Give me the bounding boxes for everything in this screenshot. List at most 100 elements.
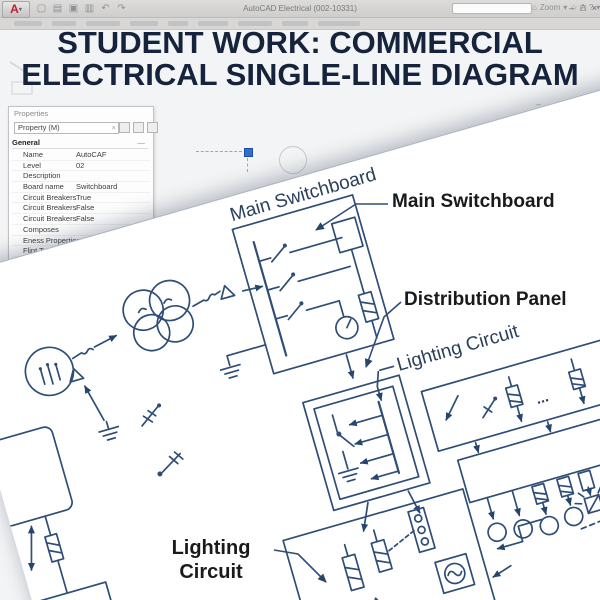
ribbon-tab[interactable] bbox=[238, 21, 272, 26]
faint-tool-icons bbox=[9, 61, 33, 95]
line-tool-icon bbox=[9, 61, 33, 77]
star-icon[interactable]: ☆ bbox=[570, 3, 578, 12]
property-row: Level 02 bbox=[12, 161, 150, 172]
property-row: Name AutoCAF bbox=[12, 150, 150, 161]
headline-line2: ELECTRICAL SINGLE-LINE DIAGRAM bbox=[21, 57, 579, 92]
section-header-general[interactable]: General — bbox=[12, 138, 148, 149]
signin-icon[interactable]: A bbox=[580, 3, 586, 12]
chevron-down-icon: ▾ bbox=[18, 7, 22, 13]
sheet-label-main-switchboard: Main Switchboard bbox=[228, 164, 379, 226]
properties-panel-title: Properties bbox=[14, 109, 49, 118]
section-label: General bbox=[12, 138, 40, 147]
left-equipment-panel bbox=[0, 426, 123, 600]
rectangle-tool-icon bbox=[11, 81, 33, 95]
open-file-icon[interactable]: ▤ bbox=[52, 3, 63, 14]
ribbon-tab[interactable] bbox=[168, 21, 188, 26]
undo-icon[interactable]: ↶ bbox=[101, 3, 110, 14]
selection-dashed-line bbox=[196, 151, 242, 152]
property-label: Eness Properties bbox=[23, 235, 81, 245]
ribbon-tab[interactable] bbox=[282, 21, 308, 26]
quick-select-icon[interactable] bbox=[133, 122, 144, 133]
property-value[interactable]: Switchboard bbox=[76, 182, 118, 192]
palette-toolbar-icons bbox=[119, 122, 158, 133]
property-label: Name bbox=[23, 150, 44, 159]
maximize-button[interactable]: □ bbox=[580, 3, 586, 13]
ellipsis-dots: ... bbox=[534, 388, 551, 408]
save-icon[interactable]: ▣ bbox=[68, 3, 79, 14]
property-label: Board name bbox=[23, 182, 64, 192]
zoom-label[interactable]: Zoom bbox=[539, 3, 561, 12]
home-icon[interactable]: ⌂ bbox=[532, 3, 537, 12]
ribbon-tab[interactable] bbox=[198, 21, 228, 26]
ribbon-tab[interactable] bbox=[318, 21, 360, 26]
property-value[interactable]: False bbox=[76, 214, 95, 224]
autocad-logo-icon: A bbox=[10, 2, 19, 16]
selection-dashed-line bbox=[247, 158, 248, 172]
main-switchboard-box bbox=[219, 194, 395, 379]
ribbon-tab[interactable] bbox=[86, 21, 120, 26]
ribbon-tab[interactable] bbox=[52, 21, 76, 26]
main-switchboard-callout-label: Main Switchboard bbox=[392, 191, 555, 212]
ribbon-tab[interactable] bbox=[14, 21, 42, 26]
distribution-panel-box bbox=[302, 374, 431, 532]
clear-icon[interactable]: × bbox=[111, 123, 116, 132]
selection-grip[interactable] bbox=[244, 148, 253, 157]
feeder-to-switchboard bbox=[192, 284, 264, 308]
property-row: Composes bbox=[12, 225, 150, 236]
collapse-icon[interactable]: — bbox=[137, 138, 146, 147]
close-button[interactable]: × bbox=[591, 3, 597, 13]
ribbon-tabs-blurred[interactable] bbox=[0, 18, 600, 30]
lighting-circuit-callout-label: Lighting Circuit bbox=[150, 536, 272, 584]
titlebar-right-cluster: ⌂ Zoom ▾ ☆ A ? ▾ bbox=[532, 3, 600, 13]
property-row: Board name Switchboard bbox=[12, 182, 150, 193]
distribution-panel-callout-label: Distribution Panel bbox=[404, 289, 567, 310]
window-controls: – □ × bbox=[569, 2, 597, 14]
transformer-symbol bbox=[122, 279, 195, 352]
lighting-callout-line1: Lighting bbox=[171, 537, 251, 559]
property-label: Composes bbox=[23, 224, 59, 234]
lighting-callout-line2: Circuit bbox=[179, 561, 243, 583]
property-value[interactable]: False bbox=[76, 203, 95, 213]
utility-source-symbol bbox=[24, 346, 75, 397]
redo-icon[interactable]: ↷ bbox=[117, 3, 126, 14]
canvas-circle-entity bbox=[279, 146, 307, 174]
property-selector-value: Property (M) bbox=[18, 123, 60, 132]
lighting-load-center-box bbox=[282, 488, 543, 600]
palette-settings-icon[interactable] bbox=[147, 122, 158, 133]
property-selector-dropdown[interactable]: Property (M) × bbox=[14, 122, 119, 134]
minimize-button[interactable]: – bbox=[569, 3, 575, 13]
ribbon-tab[interactable] bbox=[130, 21, 158, 26]
headline-banner: STUDENT WORK: COMMERCIAL ELECTRICAL SING… bbox=[0, 27, 600, 91]
sheet-lighting-callout-line bbox=[375, 365, 395, 402]
ground-symbol bbox=[69, 367, 120, 441]
help-icon[interactable]: ? bbox=[588, 3, 594, 12]
property-value[interactable]: True bbox=[76, 192, 92, 202]
chevron-down-icon[interactable]: ▾ bbox=[563, 3, 568, 12]
service-conductor bbox=[71, 334, 118, 360]
title-bar: A▾ ▢ ▤ ▣ ▥ ↶ ↷ AutoCAD Electrical (002-1… bbox=[0, 0, 600, 18]
branch-circuit-bar bbox=[456, 400, 600, 543]
lighting-panel-bar bbox=[420, 316, 600, 454]
quick-access-toolbar: ▢ ▤ ▣ ▥ ↶ ↷ bbox=[36, 3, 127, 14]
pick-add-icon[interactable] bbox=[119, 122, 130, 133]
property-value[interactable]: 02 bbox=[76, 160, 85, 170]
app-logo-button[interactable]: A▾ bbox=[2, 1, 30, 18]
symbol-dots bbox=[38, 243, 498, 477]
window-title: AutoCAD Electrical (002-10331) bbox=[243, 4, 357, 13]
search-input[interactable] bbox=[452, 3, 532, 14]
chevron-down-icon[interactable]: ▾ bbox=[596, 3, 600, 12]
plot-icon[interactable]: ▥ bbox=[84, 3, 95, 14]
property-label: Description bbox=[23, 171, 61, 181]
property-label: Level bbox=[23, 160, 41, 170]
disconnect-switch-symbol bbox=[141, 406, 184, 473]
property-value[interactable]: AutoCAF bbox=[76, 150, 107, 159]
property-label: Circuit Breakers bbox=[23, 203, 77, 213]
headline-line1: STUDENT WORK: COMMERCIAL bbox=[57, 25, 543, 60]
emergency-light-symbol bbox=[574, 486, 600, 515]
new-file-icon[interactable]: ▢ bbox=[36, 3, 47, 14]
property-label: Circuit Breakers bbox=[23, 214, 77, 224]
